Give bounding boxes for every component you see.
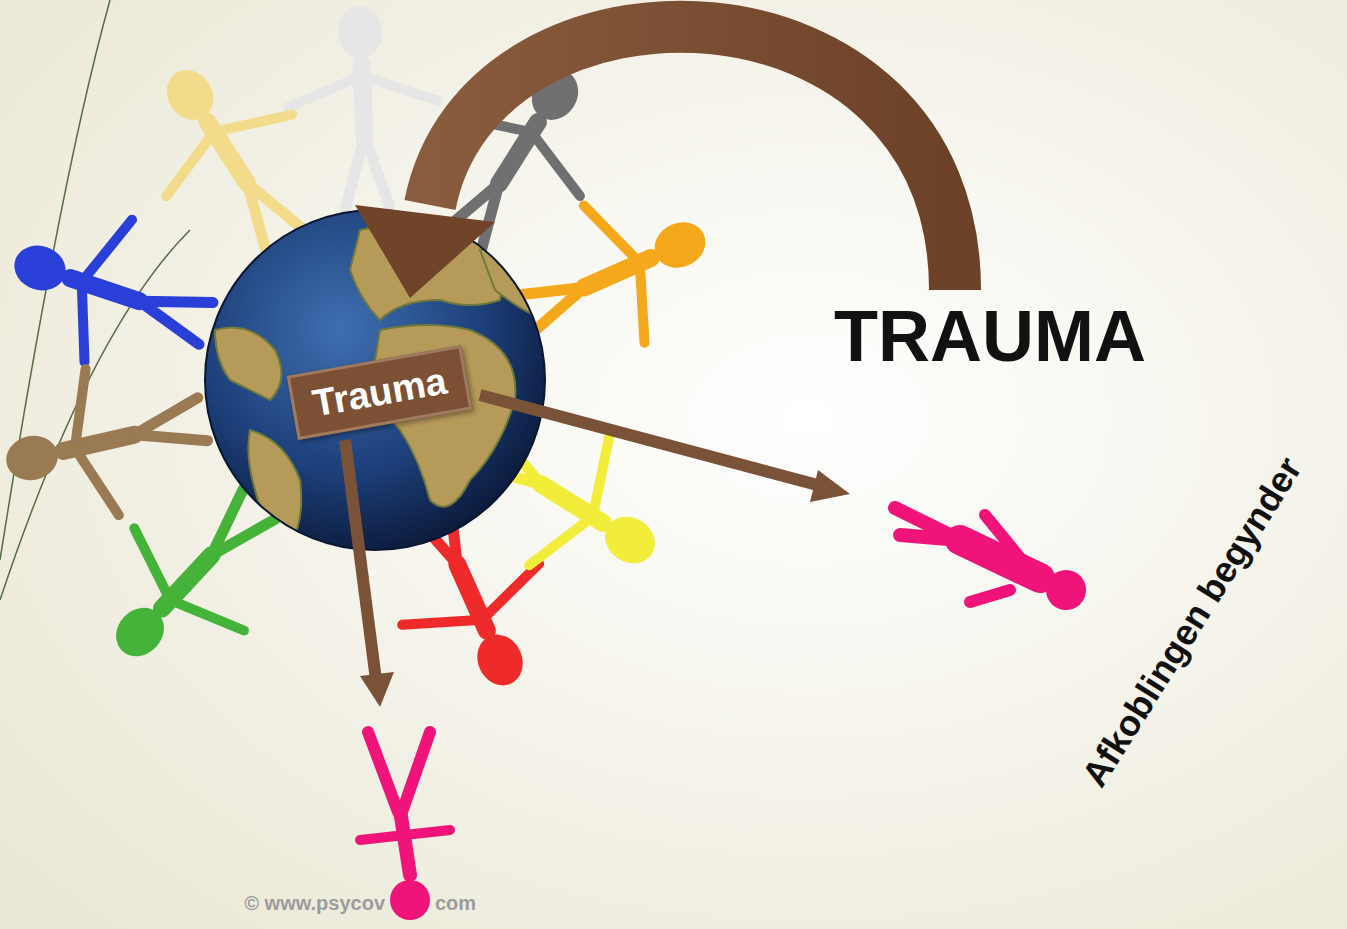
node-label: Trauma <box>310 359 451 425</box>
person-figure <box>106 489 275 666</box>
globe <box>205 210 545 550</box>
watermark: © www.psycov <box>244 892 385 915</box>
trauma-tag: Trauma <box>287 345 473 440</box>
trauma-arrows <box>345 395 850 707</box>
person-figure <box>157 61 303 254</box>
heading-label: TRAUMA <box>834 295 1146 377</box>
person-figure <box>8 220 213 362</box>
person-figure <box>511 206 713 343</box>
watermark: com <box>435 892 476 915</box>
trauma-arc-arrow <box>355 27 955 298</box>
people-ring <box>2 5 713 693</box>
rotated-caption: Afkoblingen begynder <box>1073 450 1310 795</box>
person-figure <box>2 369 208 515</box>
disconnected-person <box>895 508 1086 610</box>
